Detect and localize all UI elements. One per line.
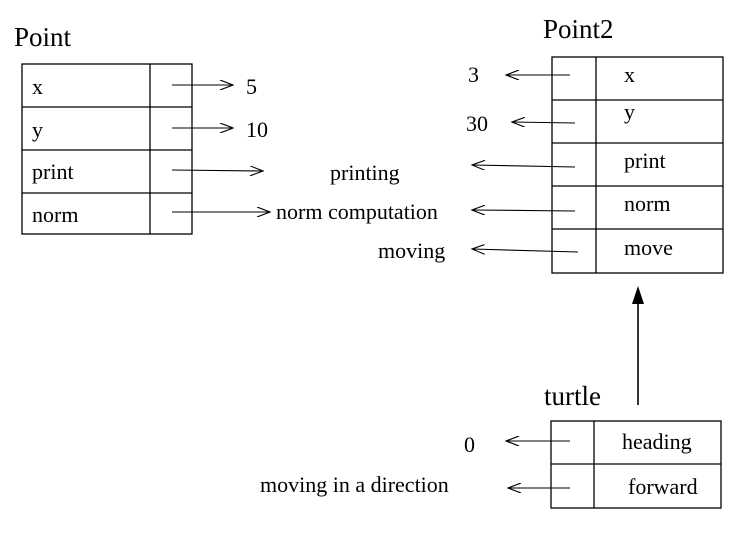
point2-value-y: 30: [466, 111, 488, 136]
point-slot-y: y: [32, 117, 43, 142]
point-value-y: 10: [246, 117, 268, 142]
point2-value-x: 3: [468, 62, 479, 87]
point2-y-arrow: [512, 122, 576, 123]
point-slot-norm: norm: [32, 202, 79, 227]
turtle-slot-forward: forward: [628, 474, 698, 499]
point2-print-arrow: [472, 165, 576, 167]
point-table-frame: [21, 63, 193, 235]
point-print-arrow: [171, 170, 263, 171]
point2-slot-y: y: [624, 99, 635, 124]
inheritance-arrowhead: [632, 286, 644, 304]
point2-norm-arrow: [472, 210, 576, 211]
point2-move-arrow: [472, 249, 579, 252]
point2-slot-move: move: [624, 235, 673, 260]
point-slot-x: x: [32, 74, 43, 99]
point2-table-frame: [551, 56, 724, 274]
turtle-value-heading: 0: [464, 432, 475, 457]
point2-title: Point2: [543, 14, 614, 44]
turtle-title: turtle: [544, 381, 601, 411]
turtle-value-forward: moving in a direction: [260, 472, 449, 497]
point2-value-move: moving: [378, 238, 446, 263]
point-value-print: printing: [330, 160, 400, 185]
point-title: Point: [14, 22, 72, 52]
turtle-slot-heading: heading: [622, 429, 692, 454]
point2-slot-print: print: [624, 148, 666, 173]
turtle-table-frame: [550, 420, 722, 509]
point-value-x: 5: [246, 74, 257, 99]
point2-slot-norm: norm: [624, 191, 671, 216]
point2-slot-x: x: [624, 62, 635, 87]
point-slot-print: print: [32, 159, 74, 184]
point-value-norm: norm computation: [276, 199, 438, 224]
